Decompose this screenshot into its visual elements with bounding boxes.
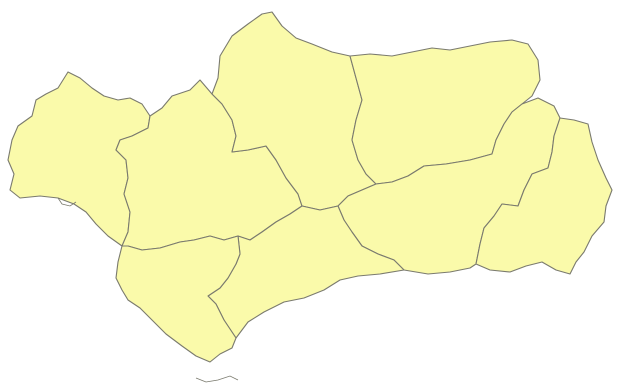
region-cadiz[interactable] bbox=[115, 235, 241, 363]
coast-detail-gibraltar bbox=[195, 375, 239, 383]
region-almeria[interactable] bbox=[475, 117, 613, 275]
coast-detail-huelva bbox=[57, 197, 77, 207]
